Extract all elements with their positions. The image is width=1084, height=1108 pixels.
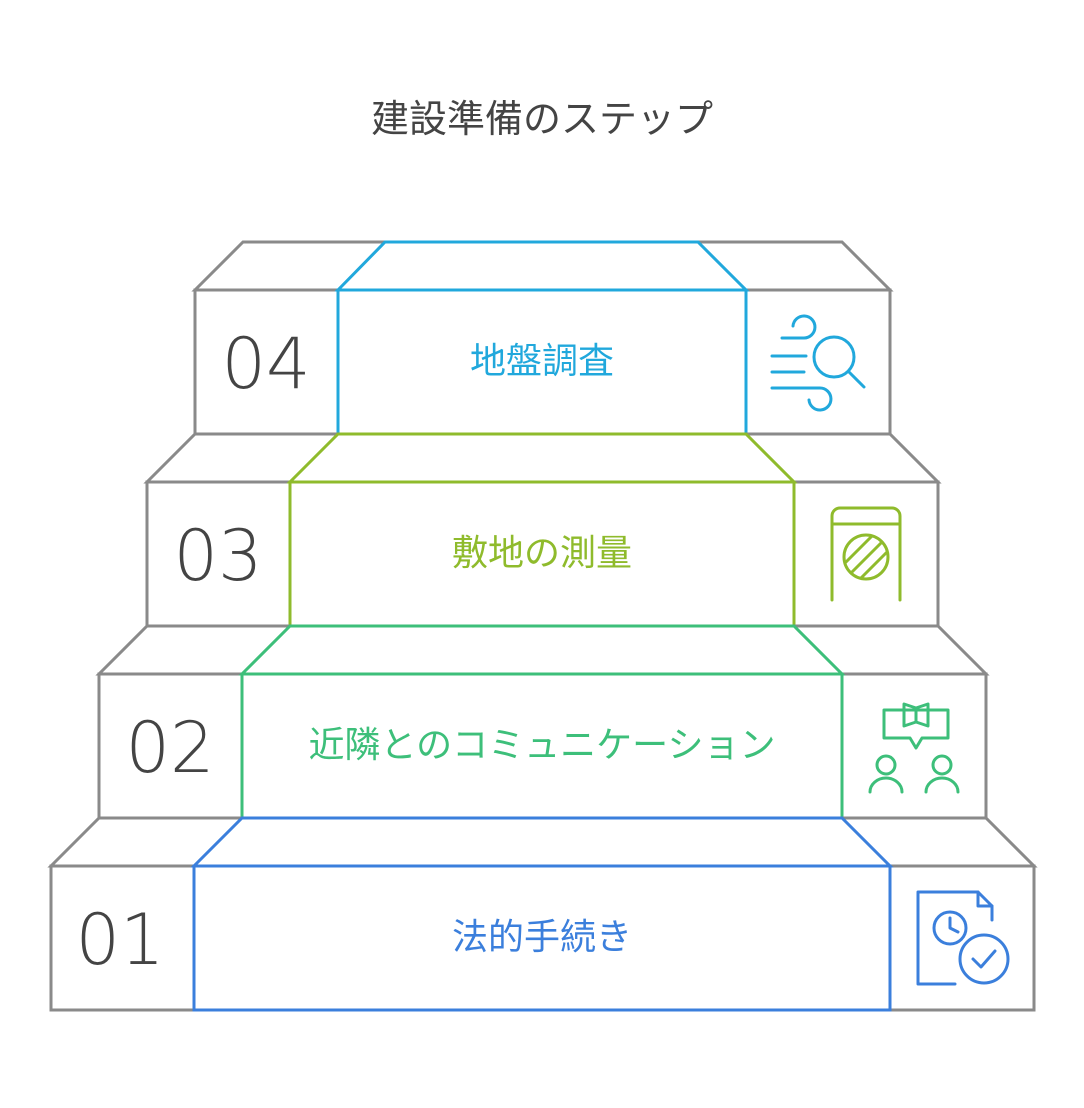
step-04: 04 地盤調査 [191, 240, 894, 436]
diagram-title: 建設準備のステップ [371, 97, 713, 141]
step-number: 01 [75, 899, 164, 981]
step-number: 02 [125, 707, 214, 789]
step-number: 04 [221, 323, 310, 405]
step-03: 03 敷地の測量 [143, 432, 942, 628]
document-clock-check-icon [916, 890, 1010, 986]
step-01: 01 法的手続き [47, 816, 1038, 1012]
wind-search-icon [770, 314, 866, 412]
step-label: 法的手続き [452, 917, 632, 958]
step-label: 地盤調査 [470, 341, 614, 382]
step-label: 敷地の測量 [452, 533, 632, 574]
step-number: 03 [173, 515, 262, 597]
step-02: 02 近隣とのコミュニケーション [95, 624, 990, 820]
survey-level-icon [830, 506, 902, 602]
people-conversation-icon [868, 702, 960, 794]
step-label: 近隣とのコミュニケーション [309, 725, 776, 766]
